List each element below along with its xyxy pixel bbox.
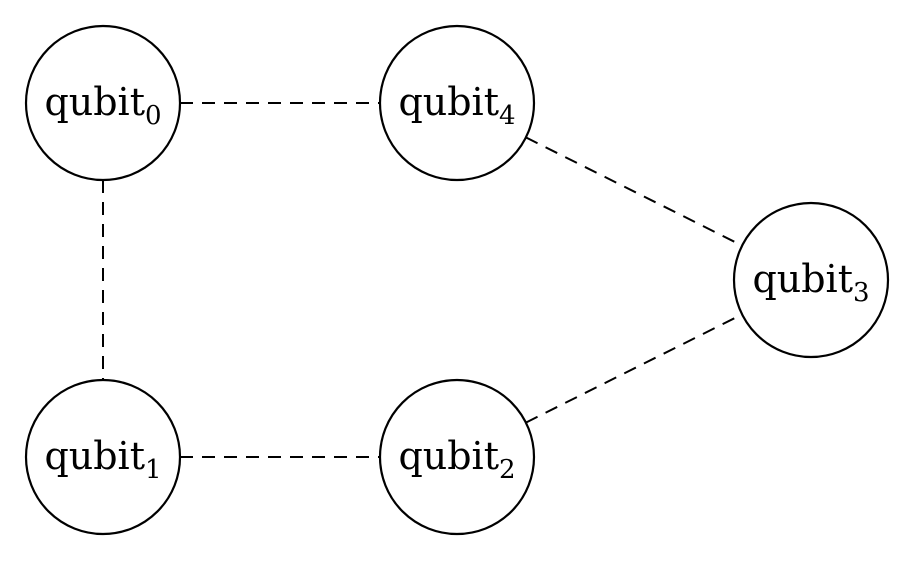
node-circle-q4: [378, 24, 536, 182]
node-label-q4: qubit4: [398, 80, 515, 131]
node-label-q2: qubit2: [398, 434, 515, 485]
node-name: qubit: [398, 434, 499, 478]
node-q2: qubit2: [378, 378, 536, 536]
node-label-q3: qubit3: [752, 257, 869, 308]
node-subscript: 0: [145, 101, 162, 131]
edge-q4-q3: [525, 136, 743, 247]
node-name: qubit: [44, 434, 145, 478]
node-subscript: 1: [145, 455, 162, 485]
node-name: qubit: [752, 257, 853, 301]
node-circle-q0: [24, 24, 182, 182]
edge-q2-q3: [525, 313, 743, 424]
node-q1: qubit1: [24, 378, 182, 536]
node-label-q1: qubit1: [44, 434, 161, 485]
node-label-q0: qubit0: [44, 80, 161, 131]
node-name: qubit: [398, 80, 499, 124]
node-subscript: 3: [853, 278, 870, 308]
node-q4: qubit4: [378, 24, 536, 182]
node-circle-q2: [378, 378, 536, 536]
node-q3: qubit3: [732, 201, 890, 359]
node-circle-q3: [732, 201, 890, 359]
node-circle-q1: [24, 378, 182, 536]
node-name: qubit: [44, 80, 145, 124]
edges: [102, 102, 743, 458]
node-subscript: 4: [499, 101, 516, 131]
node-subscript: 2: [499, 455, 516, 485]
node-q0: qubit0: [24, 24, 182, 182]
